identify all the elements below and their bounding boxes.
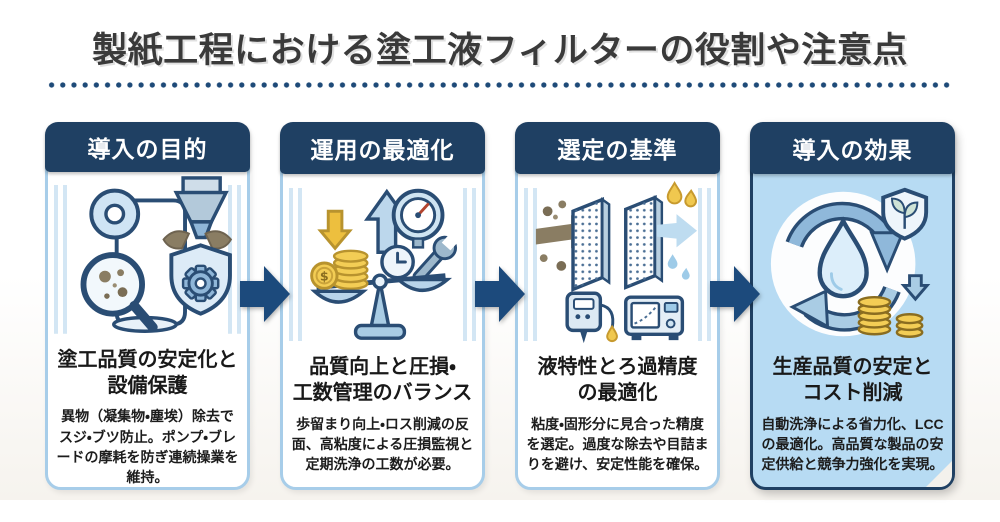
card-subtitle: 生産品質の安定とコスト削減 xyxy=(755,354,950,407)
subtitle-line: の最適化 xyxy=(577,382,658,405)
card-body-text: 粘度・固形分に見合った精度を選定。過度な除去や目詰まりを避け、安定性能を確保。 xyxy=(526,415,709,473)
subtitle-line: 生産品質の安定と xyxy=(772,356,933,378)
card4-illustration xyxy=(770,187,931,338)
card-header: 選定の基準 xyxy=(515,122,720,174)
right-arrow-icon xyxy=(240,266,290,322)
card-header: 導入の効果 xyxy=(750,122,955,174)
flow-arrow xyxy=(240,122,290,490)
card-header-label: 導入の効果 xyxy=(792,137,913,163)
right-arrow-icon xyxy=(475,266,525,322)
card-body-text: 異物（凝集物・塵埃）除去でスジ・ブツ防止。ポンプ・ブレードの摩耗を防ぎ連続操業を… xyxy=(56,408,239,485)
step-card-purpose: 導入の目的 xyxy=(45,122,250,490)
card-subtitle: 液特性とろ過精度の最適化 xyxy=(520,354,715,407)
page-title: 製紙工程における塗工液フィルターの役割や注意点 xyxy=(92,31,908,70)
card-body-text: 自動洗浄による省力化、LCCの最適化。高品質な製品の安定供給と競争力強化を実現。 xyxy=(761,415,944,473)
right-arrow-icon xyxy=(710,266,760,322)
dotted-divider xyxy=(46,82,954,88)
card-header: 運用の最適化 xyxy=(280,122,485,174)
card-header-label: 選定の基準 xyxy=(557,137,678,163)
card-body-text: 歩留まり向上・ロス削減の反面、高粘度による圧損監視と定期洗浄の工数が必要。 xyxy=(291,415,474,473)
card-header-label: 運用の最適化 xyxy=(310,137,455,163)
subtitle-line: 品質向上と圧損・ xyxy=(309,356,456,378)
step-card-effect: 導入の効果 xyxy=(750,122,955,490)
flow-arrow xyxy=(475,122,525,490)
filter-mesh-droplets-meters-icon xyxy=(518,174,717,352)
subtitle-line: コスト削減 xyxy=(802,382,903,405)
flow-arrow xyxy=(710,122,760,490)
card-header: 導入の目的 xyxy=(45,122,250,173)
card1-illustration xyxy=(80,176,233,334)
card-header-label: 導入の目的 xyxy=(87,136,208,163)
card2-illustration: $ xyxy=(310,188,459,340)
step-card-selection: 選定の基準 xyxy=(515,122,720,490)
subtitle-line: 液特性とろ過精度 xyxy=(537,356,698,378)
subtitle-line: 工数管理のバランス xyxy=(292,382,473,405)
paper-roll-magnifier-coater-shield-icon xyxy=(48,172,247,345)
subtitle-line: 設備保護 xyxy=(107,374,188,397)
subtitle-line: 塗工品質の安定化と xyxy=(57,348,238,371)
process-flow: 導入の目的 xyxy=(45,122,955,490)
balance-scale-cost-maintenance-icon: $ xyxy=(283,174,482,352)
step-card-operation: 運用の最適化 xyxy=(280,122,485,490)
infographic-page: 製紙工程における塗工液フィルターの役割や注意点 導入の目的 xyxy=(0,22,1000,522)
card3-illustration xyxy=(535,180,698,344)
card-subtitle: 塗工品質の安定化と設備保護 xyxy=(50,347,245,400)
card-subtitle: 品質向上と圧損・工数管理のバランス xyxy=(285,354,480,407)
svg-text:$: $ xyxy=(320,269,329,284)
recycle-droplet-eco-shield-coins-icon xyxy=(753,174,952,352)
